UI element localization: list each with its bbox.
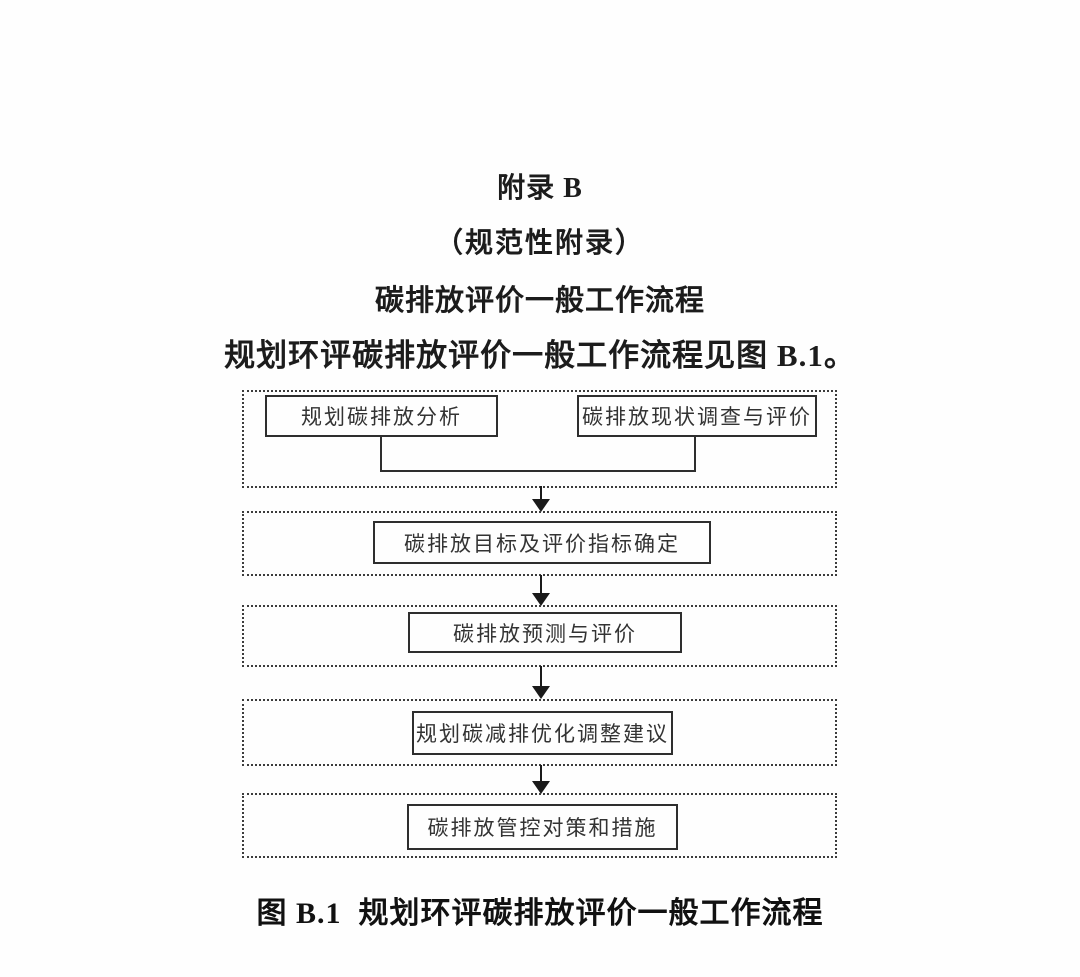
flow-arrow-down-icon xyxy=(532,666,550,699)
flow-stage-4-zone xyxy=(242,699,837,766)
flow-stage-1-zone xyxy=(242,390,837,488)
flow-box-planning-carbon-analysis: 规划碳排放分析 xyxy=(265,395,498,437)
arrow-shaft xyxy=(540,765,542,787)
appendix-title: 附录 B xyxy=(497,173,583,204)
arrow-shaft xyxy=(540,486,542,505)
flow-stage-3-zone xyxy=(242,605,837,667)
arrow-shaft xyxy=(540,575,542,599)
flow-arrow-down-icon xyxy=(532,765,550,794)
arrow-head xyxy=(532,593,550,606)
appendix-type-subtitle: （规范性附录） xyxy=(434,228,645,259)
section-title: 碳排放评价一般工作流程 xyxy=(374,285,705,317)
flow-box-targets-indicators: 碳排放目标及评价指标确定 xyxy=(373,521,711,564)
flow-arrow-down-icon xyxy=(532,486,550,512)
flow-stage-2-zone xyxy=(242,511,837,576)
connector-line-join xyxy=(380,470,696,472)
flow-box-optimization-suggestions: 规划碳减排优化调整建议 xyxy=(412,711,673,755)
flow-box-prediction-evaluation: 碳排放预测与评价 xyxy=(408,612,682,653)
flow-arrow-down-icon xyxy=(532,575,550,606)
arrow-head xyxy=(532,686,550,699)
figure-caption: 图 B.1 规划环评碳排放评价一般工作流程 xyxy=(256,897,824,930)
connector-line-right xyxy=(694,437,696,472)
connector-line-left xyxy=(380,437,382,472)
arrow-head xyxy=(532,781,550,794)
arrow-head xyxy=(532,499,550,512)
intro-paragraph: 规划环评碳排放评价一般工作流程见图 B.1。 xyxy=(224,338,856,373)
flow-stage-5-zone xyxy=(242,793,837,858)
flow-box-control-measures: 碳排放管控对策和措施 xyxy=(407,804,678,850)
flow-box-current-status-survey: 碳排放现状调查与评价 xyxy=(577,395,817,437)
arrow-shaft xyxy=(540,666,542,692)
